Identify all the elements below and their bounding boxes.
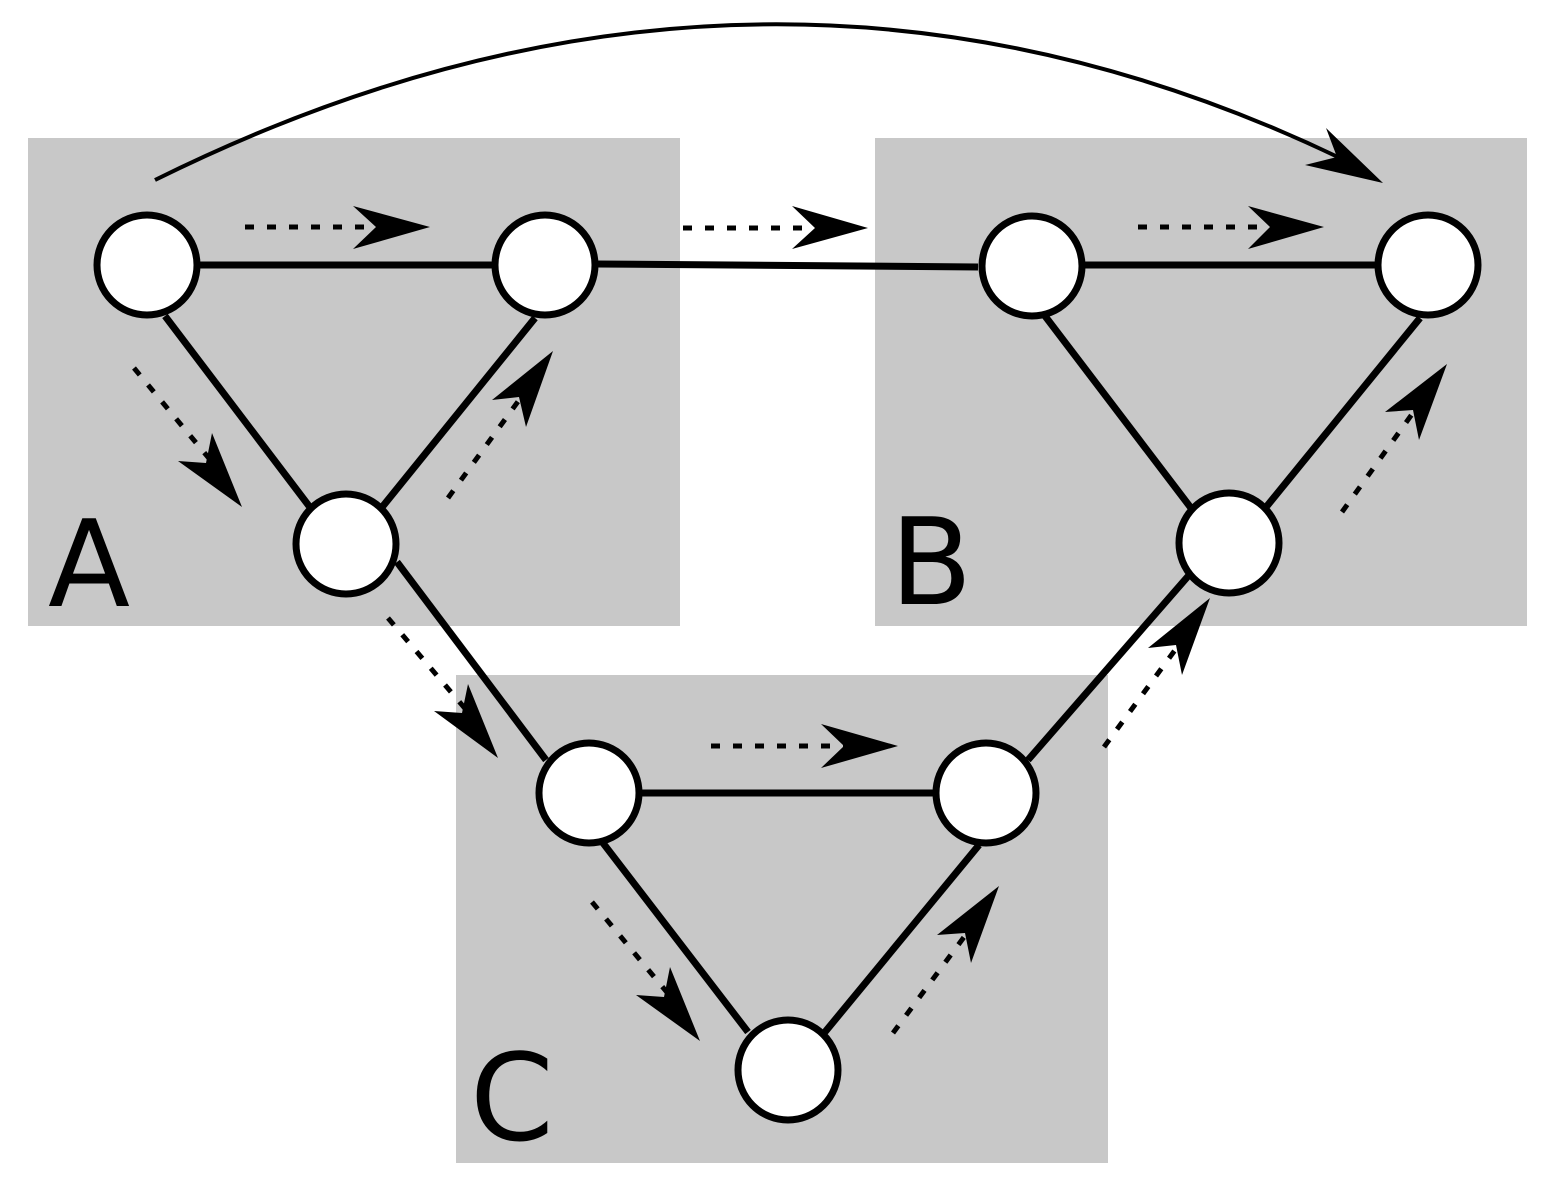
flow-a1-a3-arrowhead — [178, 433, 242, 507]
edge-b2-b3 — [1264, 315, 1423, 509]
flow-a2-b1-arrowhead — [792, 206, 868, 249]
node-c3 — [734, 1016, 842, 1124]
flow-a3-c1-arrowhead — [434, 684, 498, 758]
edge-a1-a3 — [162, 313, 312, 509]
edge-b1-b3 — [1042, 313, 1194, 511]
group-a-label: A — [48, 496, 130, 635]
group-c-label: C — [470, 1030, 554, 1169]
node-a1 — [93, 211, 201, 319]
edge-c2-c3 — [822, 842, 982, 1035]
group-b-label: B — [890, 494, 972, 633]
flow-b1-b2-arrowhead — [1248, 206, 1324, 249]
node-b2 — [1374, 211, 1482, 319]
nodes — [93, 211, 1482, 1124]
flow-arrows — [132, 206, 1447, 1041]
flow-c3-c2-arrowhead — [937, 886, 999, 963]
flow-a3-a2-arrowhead — [492, 351, 553, 427]
node-b1 — [978, 212, 1086, 320]
node-a2 — [491, 211, 599, 319]
flow-b3-b2-arrowhead — [1385, 364, 1447, 440]
edge-a2-a3 — [380, 315, 538, 509]
edge-a3-c1 — [394, 559, 549, 763]
edge-c1-c3 — [600, 840, 751, 1035]
flow-a1-a2-arrowhead — [353, 206, 430, 249]
flow-c1-c3-arrowhead — [636, 967, 700, 1041]
node-b3 — [1175, 489, 1283, 597]
flow-c1-c2-arrowhead — [821, 724, 898, 768]
node-a3 — [292, 490, 400, 598]
curved-arrow-a-to-b-arrowhead — [1305, 128, 1383, 183]
edges — [162, 260, 1423, 1035]
edge-c2-b3 — [1025, 571, 1193, 763]
edge-a2-b1 — [596, 260, 979, 271]
node-c2 — [932, 739, 1040, 847]
flow-c2-b3-arrowhead — [1148, 598, 1210, 675]
curved-arrow-a-to-b — [154, 22, 1341, 182]
node-c1 — [535, 739, 643, 847]
